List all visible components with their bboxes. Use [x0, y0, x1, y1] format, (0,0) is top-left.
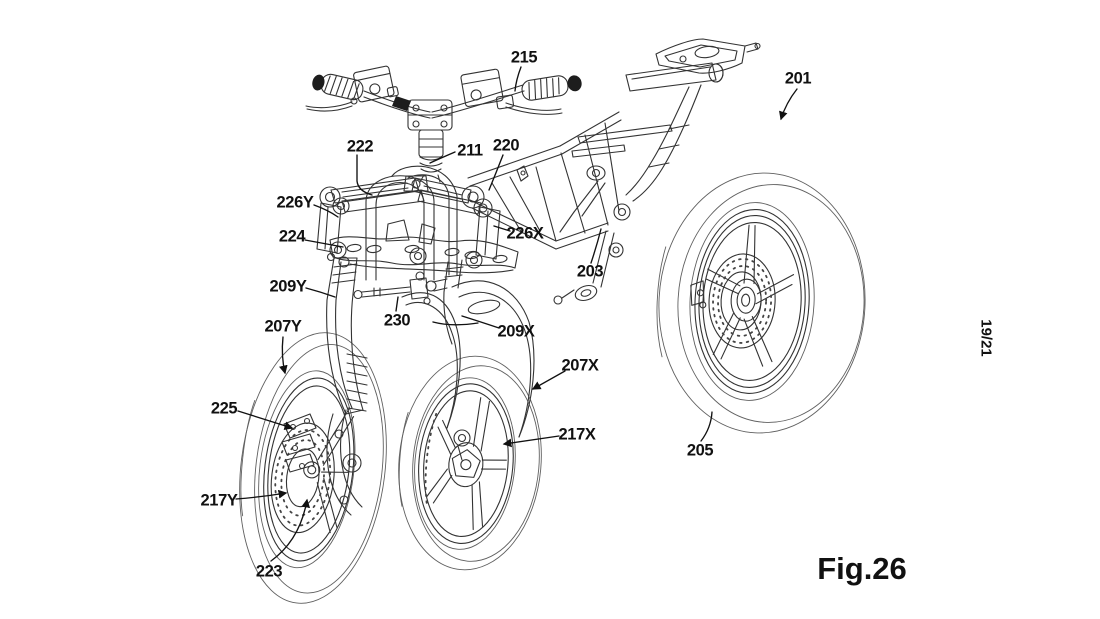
ref-label-209X: 209X — [497, 322, 535, 341]
ref-label-230: 230 — [383, 311, 411, 330]
ref-label-217X: 217X — [558, 425, 596, 444]
steering-tie-rod — [353, 271, 448, 305]
left-grip — [312, 73, 364, 101]
leader-lines — [235, 66, 798, 562]
front-left-wheel — [239, 332, 387, 604]
ref-label-207Y: 207Y — [264, 317, 302, 336]
knuckle-links — [316, 202, 501, 260]
ref-label-215: 215 — [510, 48, 538, 67]
sheet-number: 19/21 — [977, 319, 995, 357]
coil-spring — [346, 353, 368, 412]
left-brake-lever — [305, 97, 358, 112]
ref-label-225: 225 — [210, 399, 238, 418]
right-master-cylinder — [460, 68, 504, 107]
ref-label-220: 220 — [492, 136, 520, 155]
ref-label-205: 205 — [686, 441, 714, 460]
rear-subframe-rack — [559, 38, 761, 233]
ref-label-226X: 226X — [506, 224, 544, 243]
rear-brake-disc — [708, 253, 776, 349]
ref-label-223: 223 — [255, 562, 283, 581]
front-right-wheel-spokes — [426, 397, 507, 531]
wiring-connector — [392, 96, 411, 111]
front-left-hub-stay — [326, 409, 363, 516]
frame-trellis — [467, 111, 631, 305]
front-left-brake-caliper — [281, 413, 317, 473]
ref-label-211: 211 — [457, 141, 483, 160]
ref-label-207X: 207X — [561, 356, 599, 375]
front-fenders — [401, 280, 535, 438]
left-master-cylinder — [353, 65, 399, 103]
rear-wheel — [656, 172, 866, 434]
ref-label-222: 222 — [346, 137, 374, 156]
figure-caption: Fig.26 — [817, 551, 907, 586]
ref-label-203: 203 — [576, 262, 604, 281]
ref-label-224: 224 — [278, 227, 306, 246]
ref-label-217Y: 217Y — [200, 491, 238, 510]
ref-label-226Y: 226Y — [276, 193, 314, 212]
ref-label-201: 201 — [784, 69, 812, 88]
front-right-wheel — [398, 355, 542, 571]
ref-label-209Y: 209Y — [269, 277, 307, 296]
right-brake-lever — [505, 102, 563, 115]
lower-suspension-arm — [329, 219, 519, 274]
right-grip — [521, 75, 582, 101]
front-left-brake-disc — [270, 422, 335, 534]
handlebar-assembly — [305, 65, 582, 119]
